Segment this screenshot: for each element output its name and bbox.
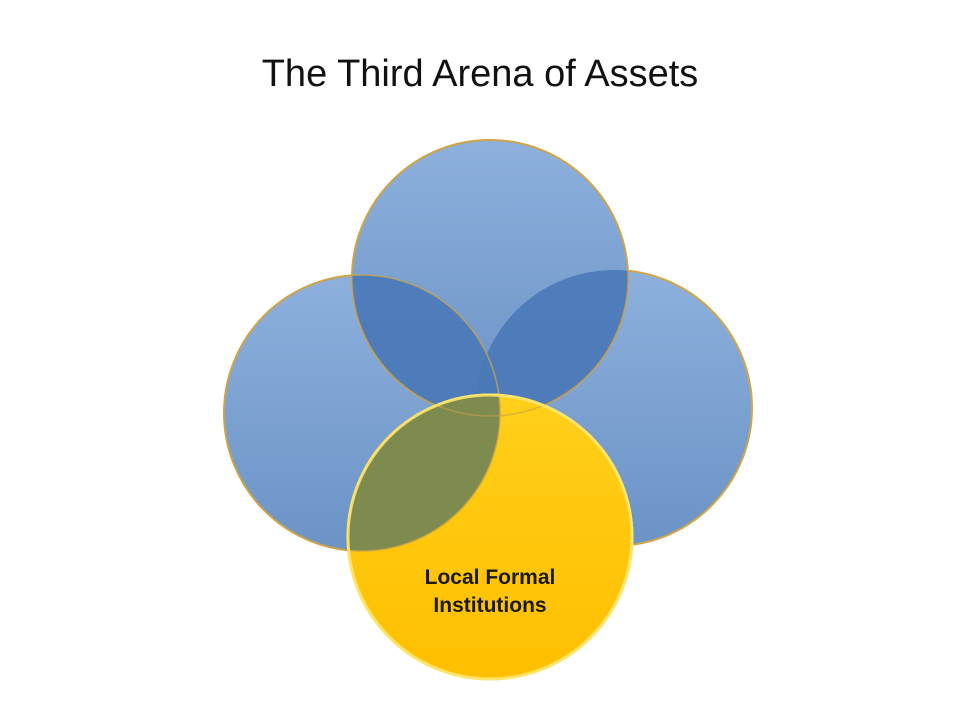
circle-label-line-1: Local Formal <box>425 566 556 589</box>
circle-label-line-2: Institutions <box>433 594 546 617</box>
slide-title: The Third Arena of Assets <box>261 53 699 95</box>
